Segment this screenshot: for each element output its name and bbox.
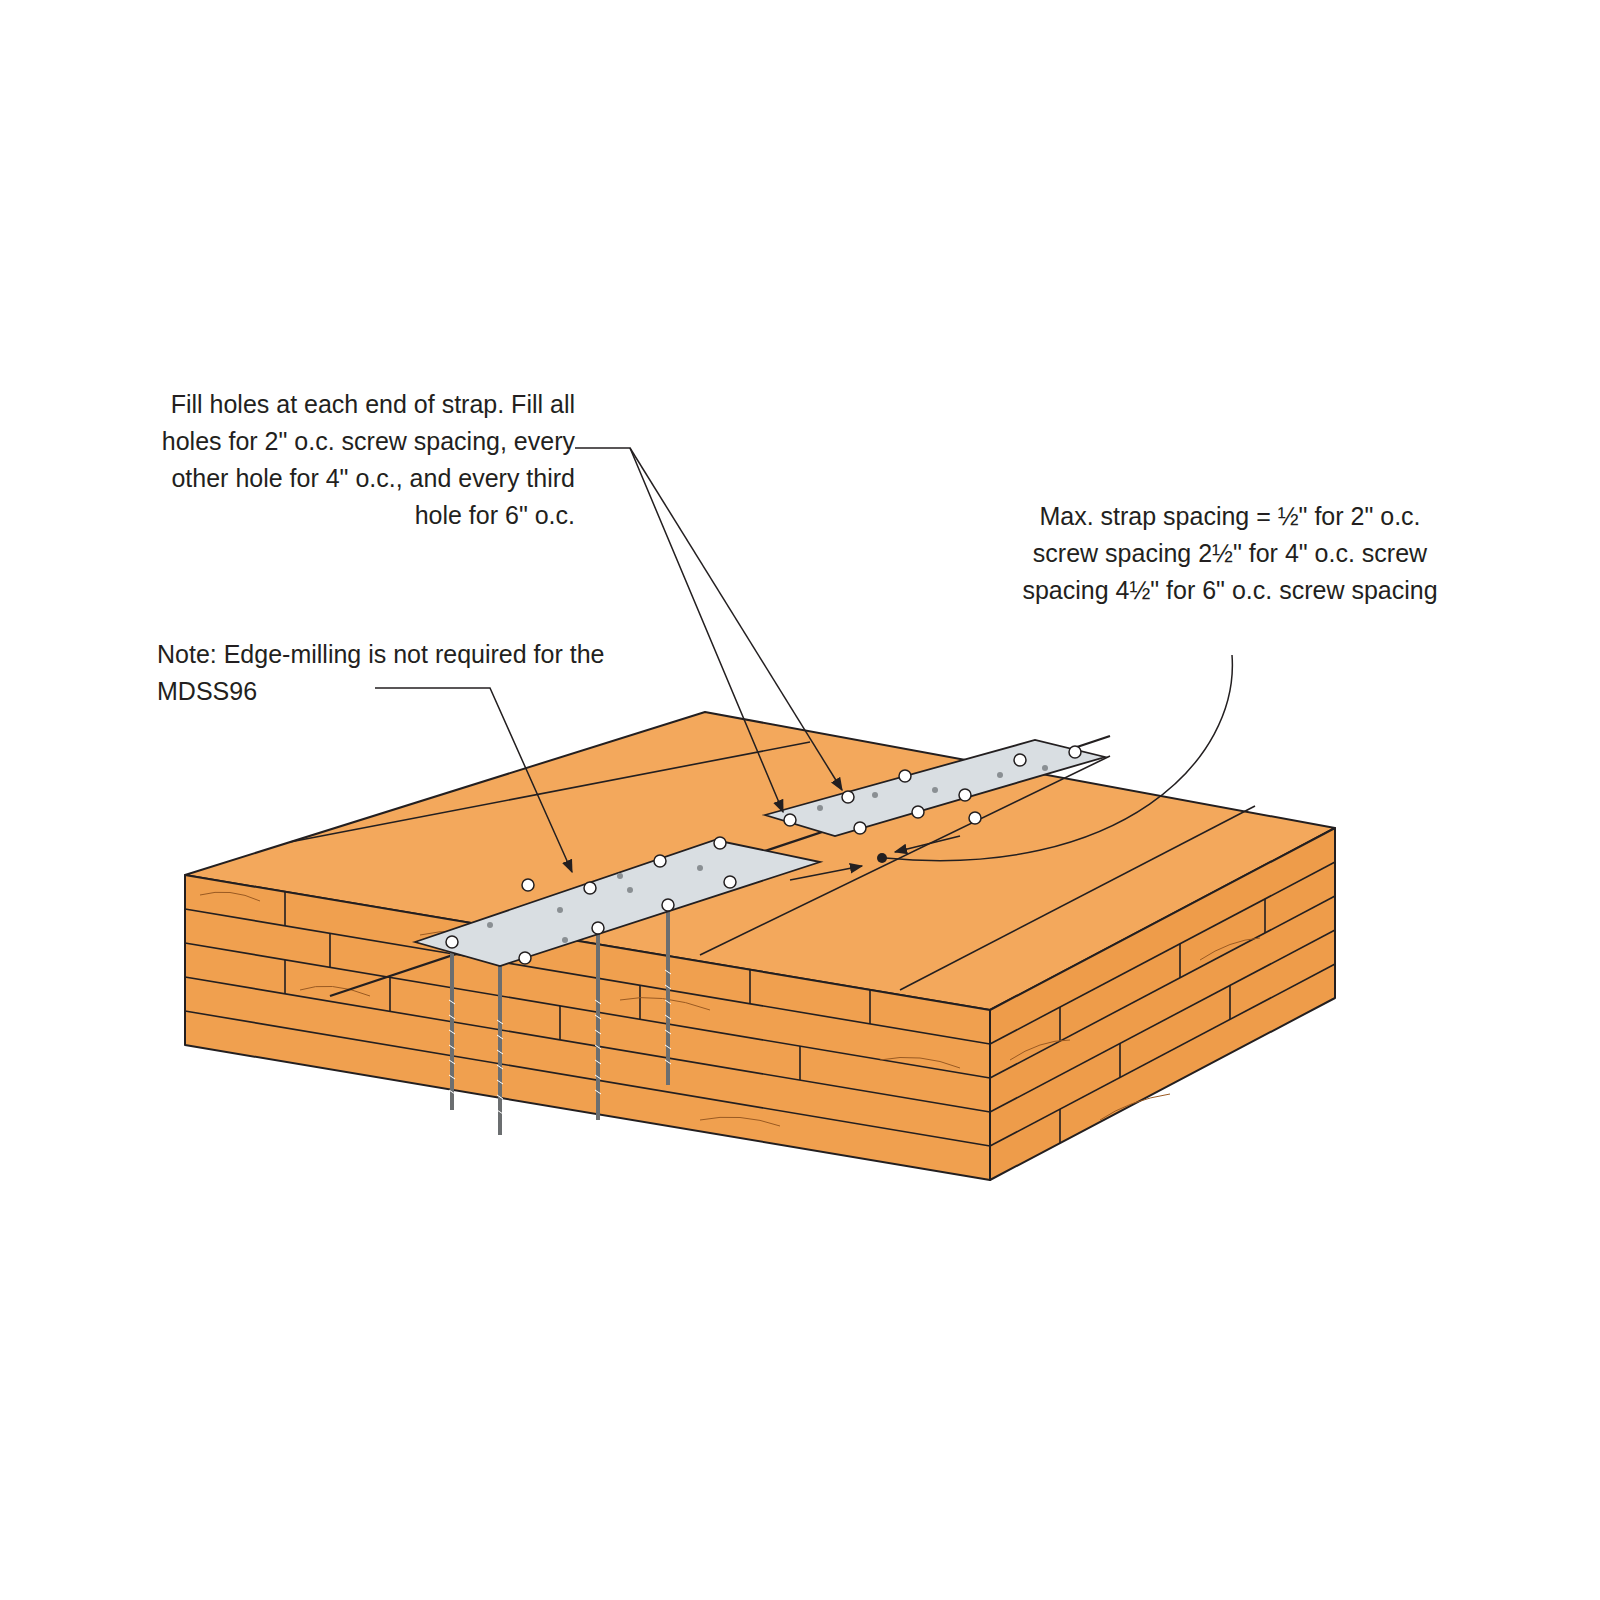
dimension-dot	[877, 853, 887, 863]
screw-heads	[446, 746, 1081, 964]
screw-threads	[449, 970, 671, 1114]
callout-note: Max. strap spacing = ½" for 2" o.c. scre…	[1020, 498, 1440, 609]
callout-note: Fill holes at each end of strap. Fill al…	[120, 386, 575, 534]
straps	[415, 740, 1105, 966]
holes	[487, 765, 1048, 943]
callout-note: Note: Edge-milling is not required for t…	[157, 636, 627, 710]
